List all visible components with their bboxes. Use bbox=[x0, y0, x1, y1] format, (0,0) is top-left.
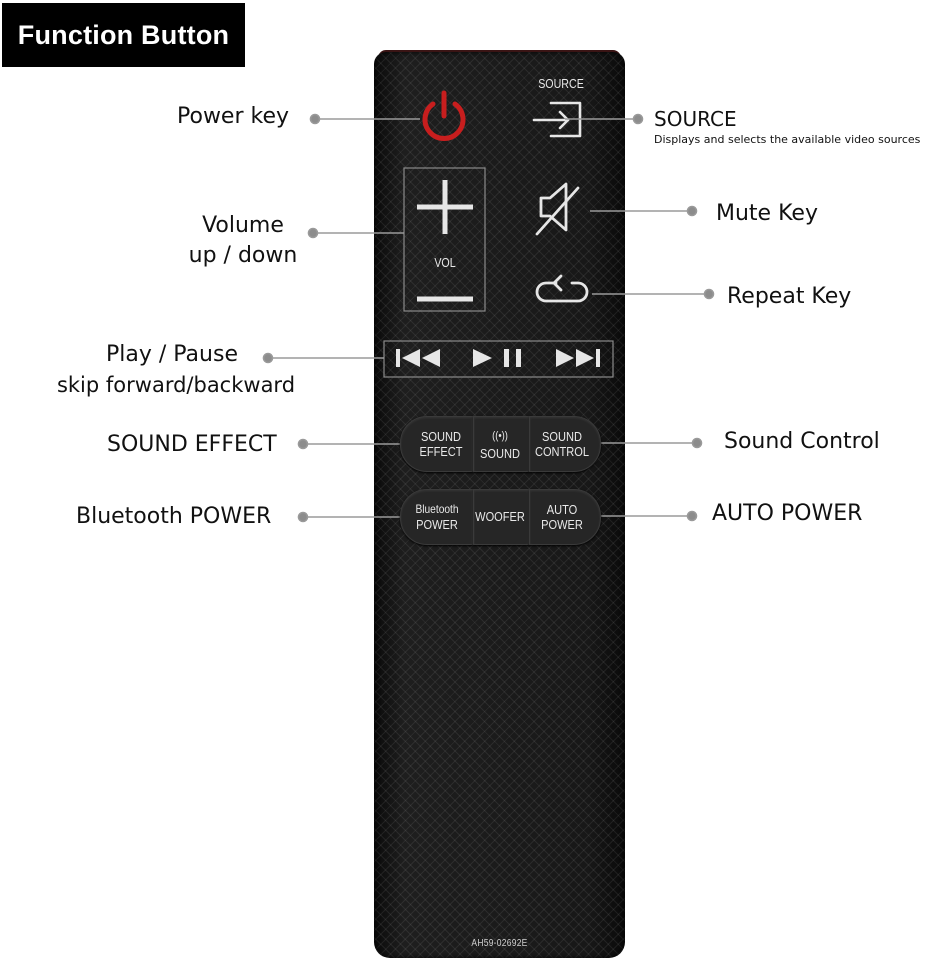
plus-icon bbox=[417, 180, 473, 234]
woofer-label: WOOFER bbox=[475, 509, 525, 524]
auto-power-label: AUTO POWER bbox=[712, 501, 863, 526]
surround-icon: ((•)) bbox=[492, 430, 508, 442]
page-title: Function Button bbox=[2, 3, 245, 67]
volume-label-line2: up / down bbox=[188, 243, 298, 268]
surround-sound-button[interactable] bbox=[473, 416, 529, 472]
bluetooth-power-label-2: POWER bbox=[416, 517, 458, 532]
source-description: Displays and selects the available video… bbox=[654, 133, 921, 146]
play-pause-label-line1: Play / Pause bbox=[106, 342, 238, 367]
skip-back-icon bbox=[396, 349, 440, 367]
auto-power-button[interactable] bbox=[529, 489, 601, 545]
source-label: SOURCE bbox=[654, 107, 737, 131]
sound-effect-label-2: EFFECT bbox=[419, 444, 463, 459]
skip-forward-icon bbox=[556, 349, 600, 367]
power-key-label: Power key bbox=[177, 104, 290, 129]
bluetooth-power-button[interactable] bbox=[400, 489, 473, 545]
bluetooth-power-label-1: Bluetooth bbox=[415, 502, 459, 516]
mute-key-label: Mute Key bbox=[716, 201, 818, 226]
source-button-label: SOURCE bbox=[538, 76, 584, 91]
volume-label: VOL bbox=[434, 255, 456, 270]
mute-icon bbox=[535, 182, 580, 236]
surround-sound-label: SOUND bbox=[480, 446, 520, 461]
volume-label-line1: Volume bbox=[202, 213, 284, 238]
play-pause-icon bbox=[473, 349, 521, 367]
sound-control-button[interactable] bbox=[529, 416, 601, 472]
sound-effect-button[interactable] bbox=[400, 416, 473, 472]
sound-control-label-2: CONTROL bbox=[534, 444, 590, 459]
power-icon bbox=[422, 90, 466, 141]
play-pause-label-line2: skip forward/backward bbox=[56, 373, 296, 397]
bluetooth-power-label: Bluetooth POWER bbox=[76, 504, 272, 529]
woofer-button[interactable] bbox=[473, 489, 529, 545]
volume-frame bbox=[403, 167, 486, 312]
model-number: AH59-02692E bbox=[471, 938, 528, 949]
leader-lines bbox=[262, 113, 715, 523]
sound-control-label-1: SOUND bbox=[542, 429, 582, 444]
repeat-key-label: Repeat Key bbox=[727, 284, 852, 309]
transport-frame bbox=[383, 340, 614, 378]
sound-effect-label-1: SOUND bbox=[421, 429, 461, 444]
auto-power-label-1: AUTO bbox=[546, 502, 578, 517]
auto-power-label-2: POWER bbox=[541, 517, 583, 532]
sound-effect-label: SOUND EFFECT bbox=[107, 432, 277, 457]
repeat-icon bbox=[535, 274, 589, 303]
sound-control-label: Sound Control bbox=[724, 429, 880, 454]
